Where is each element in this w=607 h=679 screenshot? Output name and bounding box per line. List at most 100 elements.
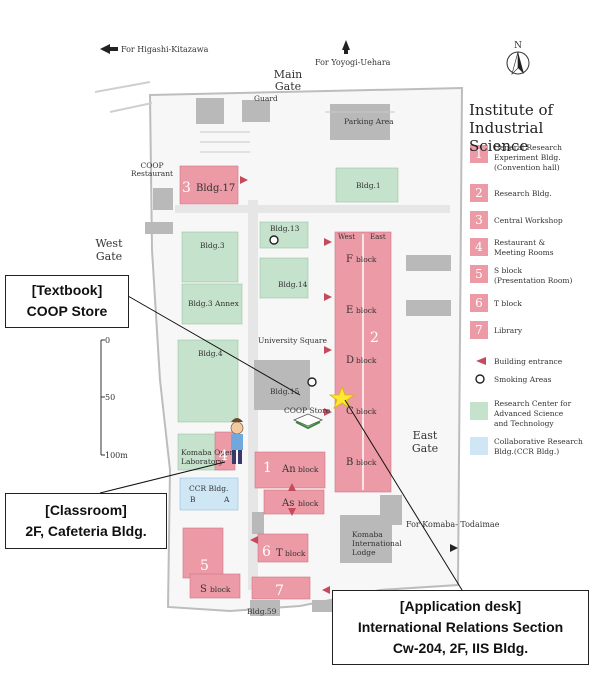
legend-collab: Collaborative Research Bldg.(CCR Bldg.) <box>494 437 585 456</box>
num-3: 3 <box>182 180 191 196</box>
classroom-callout: [Classroom] 2F, Cafeteria Bldg. <box>5 493 167 549</box>
direction-arrows <box>100 40 458 552</box>
textbook-callout: [Textbook] COOP Store <box>5 275 129 328</box>
road <box>175 205 450 213</box>
ccr-a-label: A <box>223 495 230 504</box>
e-block-letter: E <box>346 305 353 316</box>
road-top <box>94 81 153 113</box>
b-block-label: block <box>356 458 377 467</box>
application-callout: [Application desk] International Relatio… <box>332 590 589 665</box>
f-block-letter: F <box>346 254 353 265</box>
t-block-letter: T <box>276 548 283 559</box>
legend-text-4: Restaurant & Meeting Rooms <box>494 238 554 257</box>
bldg1-label: Bldg.1 <box>356 181 381 190</box>
num-7: 7 <box>275 583 284 599</box>
legend-entrance: Building entrance <box>494 357 563 366</box>
as-block-label: block <box>298 499 319 508</box>
legend-num-6: 6 <box>475 296 483 310</box>
building-entrance-arrows <box>240 176 332 594</box>
application-callout-room: Cw-204, 2F, IIS Bldg. <box>392 640 529 656</box>
ccr-building <box>179 477 239 511</box>
legend-text-1: General Research Experiment Bldg. (Conve… <box>494 143 564 172</box>
komaba-intl-lodge-label: Komaba International Lodge <box>352 530 404 557</box>
c-block-letter: C <box>346 406 354 417</box>
legend: 1 General Research Experiment Bldg. (Con… <box>470 143 585 456</box>
bldg-5-s-block-b <box>189 573 241 599</box>
as-block-letter: As <box>281 498 294 509</box>
legend-text-3: Central Workshop <box>494 216 563 225</box>
book-icon <box>292 413 324 430</box>
gray-buildings <box>145 98 451 616</box>
num-1: 1 <box>263 460 272 476</box>
bldg3-annex-label: Bldg.3 Annex <box>188 299 240 308</box>
bldg-3-workshop <box>179 165 239 205</box>
textbook-callout-place: COOP Store <box>26 303 108 319</box>
legend-num-2: 2 <box>475 186 483 200</box>
d-block-label: block <box>356 356 377 365</box>
bldg59-label: Bldg.59 <box>247 607 277 616</box>
bldg13-label: Bldg.13 <box>270 224 300 233</box>
legend-title-line-1: Institute of <box>469 101 554 119</box>
classroom-leader <box>99 461 226 494</box>
yoyogi-uehara-label: For Yoyogi-Uehara <box>315 58 391 67</box>
scale-zero: 0 <box>105 336 110 345</box>
an-block-label: block <box>298 465 319 474</box>
road <box>248 200 258 590</box>
bldg4-label: Bldg.4 <box>198 349 223 358</box>
bldg14-label: Bldg.14 <box>278 280 308 289</box>
parking-area-label: Parking Area <box>344 117 394 126</box>
ccr-b-label: B <box>190 495 196 504</box>
ccr-bldg-label: CCR Bldg. <box>189 484 228 493</box>
legend-text-2: Research Bldg. <box>494 189 552 198</box>
num-4: 4 <box>219 448 228 464</box>
smoking-area <box>269 235 279 245</box>
student-icon <box>230 418 244 464</box>
legend-text-7: Library <box>494 326 523 335</box>
smoking-area <box>307 377 317 387</box>
application-leader <box>344 399 463 591</box>
scale-fifty: 50 <box>105 393 115 402</box>
textbook-callout-title: [Textbook] <box>31 282 103 298</box>
application-callout-title: [Application desk] <box>399 598 522 614</box>
parking-lines <box>200 111 395 153</box>
university-square-label: University Square <box>258 336 328 345</box>
legend-title-line-2: Industrial Science <box>469 119 544 155</box>
s-block-letter: S <box>200 584 207 595</box>
e-block-label: block <box>356 306 377 315</box>
legend-research-center: Research Center for Advanced Science and… <box>493 399 574 428</box>
scale-bar <box>100 339 105 456</box>
north-arrow: N <box>506 41 530 76</box>
bldg15-label: Bldg.15 <box>270 387 300 396</box>
komaba-todaimae-label: For Komaba- Todaimae <box>406 520 500 529</box>
application-desk-star <box>328 385 356 409</box>
bldg3-label: Bldg.3 <box>200 241 225 250</box>
legend-smoking: Smoking Areas <box>494 375 552 384</box>
d-block-letter: D <box>346 355 354 366</box>
num-2: 2 <box>370 330 379 346</box>
bldg17-label: Bldg.17 <box>196 183 235 194</box>
legend-num-1: 1 <box>475 147 483 161</box>
t-block-label: block <box>285 549 306 558</box>
application-callout-office: International Relations Section <box>357 619 564 635</box>
textbook-leader <box>127 295 301 396</box>
higashi-kitazawa-label: For Higashi-Kitazawa <box>121 45 209 54</box>
scale-hundred: 100m <box>105 451 128 460</box>
c-block-label: block <box>356 407 377 416</box>
bldg-1-an-block <box>254 451 326 489</box>
legend-num-3: 3 <box>475 213 483 227</box>
s-block-label: block <box>210 585 231 594</box>
num-6: 6 <box>262 544 271 560</box>
guard-label: Guard <box>254 94 278 103</box>
coop-store-label: COOP Store <box>284 406 331 415</box>
num-5: 5 <box>200 558 209 574</box>
legend-num-7: 7 <box>475 323 483 337</box>
bldg-5-s-block <box>182 527 224 579</box>
legend-text-5: S block (Presentation Room) <box>494 266 573 285</box>
bldg-7-library <box>251 576 311 600</box>
legend-title: Institute of Industrial Science <box>469 101 607 155</box>
